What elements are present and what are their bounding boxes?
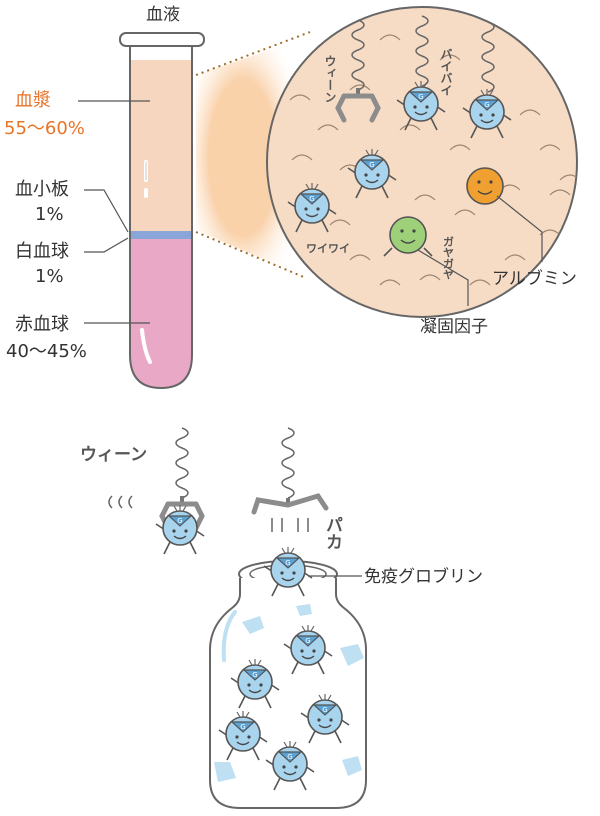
immunoglobulin-label: 免疫グロブリン	[364, 566, 483, 587]
plasma-label: 血漿	[15, 90, 51, 111]
clotting-leader	[417, 249, 469, 306]
whirr-bottom-text: ウィーン	[80, 445, 147, 465]
zoom-guide-bottom	[195, 231, 307, 279]
spring-icon	[281, 427, 295, 499]
red-cell-label: 赤血球	[15, 314, 69, 335]
white-cell-label: 白血球	[15, 241, 69, 262]
claw-machine-scene: ウィーン パカ 免疫グロブリ	[80, 427, 483, 809]
magnified-plasma: ウィーン バイバイ ワイワイ ガヤガヤ	[266, 6, 578, 318]
albumin-label: アルブミン	[492, 268, 577, 289]
zoom-guide-top	[195, 31, 311, 76]
red-cell-percent: 40〜45%	[6, 341, 87, 362]
byebye-text: バイバイ	[439, 48, 453, 96]
zoom-cone	[196, 40, 300, 275]
blood-title: 血液	[146, 5, 180, 25]
platelet-percent: 1%	[35, 204, 64, 225]
clotting-factor-icon	[383, 216, 433, 257]
plasma-layer	[130, 60, 192, 240]
paka-text: パカ	[322, 516, 343, 550]
waiwai-text: ワイワイ	[306, 242, 350, 255]
tube-rim	[119, 32, 205, 47]
open-claw-icon	[251, 493, 329, 515]
white-cell-leader	[84, 237, 129, 253]
albumin-icon	[466, 167, 504, 205]
platelet-leader	[84, 189, 129, 233]
plasma-percent: 55〜60%	[4, 118, 85, 139]
clotting-factor-label: 凝固因子	[420, 317, 488, 337]
gaya-text: ガヤガヤ	[442, 236, 455, 280]
test-tube	[119, 32, 205, 390]
red-cell-layer	[130, 238, 192, 388]
albumin-leader	[496, 195, 543, 262]
whirr-text: ウィーン	[323, 55, 337, 103]
spring-icon	[175, 427, 189, 499]
buffy-coat-layer	[130, 231, 192, 239]
platelet-label: 血小板	[15, 179, 69, 200]
white-cell-percent: 1%	[35, 266, 64, 287]
